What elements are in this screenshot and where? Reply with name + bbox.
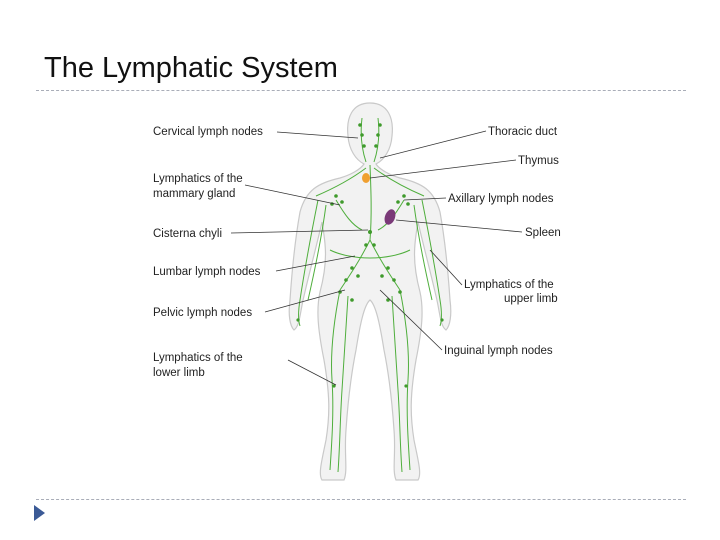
label-axillary-lymph-nodes: Axillary lymph nodes [448, 193, 554, 205]
label-cervical-lymph-nodes: Cervical lymph nodes [153, 126, 263, 138]
label-mammary-lymphatics-line2: mammary gland [153, 188, 235, 200]
label-thoracic-duct: Thoracic duct [488, 126, 558, 138]
label-upper-limb-lymphatics-line2: upper limb [504, 293, 558, 305]
label-lower-limb-lymphatics-line1: Lymphatics of the [153, 352, 243, 364]
label-pelvic-lymph-nodes: Pelvic lymph nodes [153, 307, 252, 319]
label-upper-limb-lymphatics-line1: Lymphatics of the [464, 279, 554, 291]
label-lumbar-lymph-nodes: Lumbar lymph nodes [153, 266, 261, 278]
bullet-arrow-icon [34, 505, 45, 521]
body-silhouette [289, 103, 451, 480]
label-thymus: Thymus [518, 155, 559, 167]
label-spleen: Spleen [525, 227, 561, 239]
label-cisterna-chyli: Cisterna chyli [153, 228, 222, 240]
footer-divider [36, 499, 686, 500]
label-mammary-lymphatics-line1: Lymphatics of the [153, 173, 243, 185]
label-lower-limb-lymphatics-line2: lower limb [153, 367, 205, 379]
thymus-organ [362, 173, 370, 183]
label-inguinal-lymph-nodes: Inguinal lymph nodes [444, 345, 553, 357]
